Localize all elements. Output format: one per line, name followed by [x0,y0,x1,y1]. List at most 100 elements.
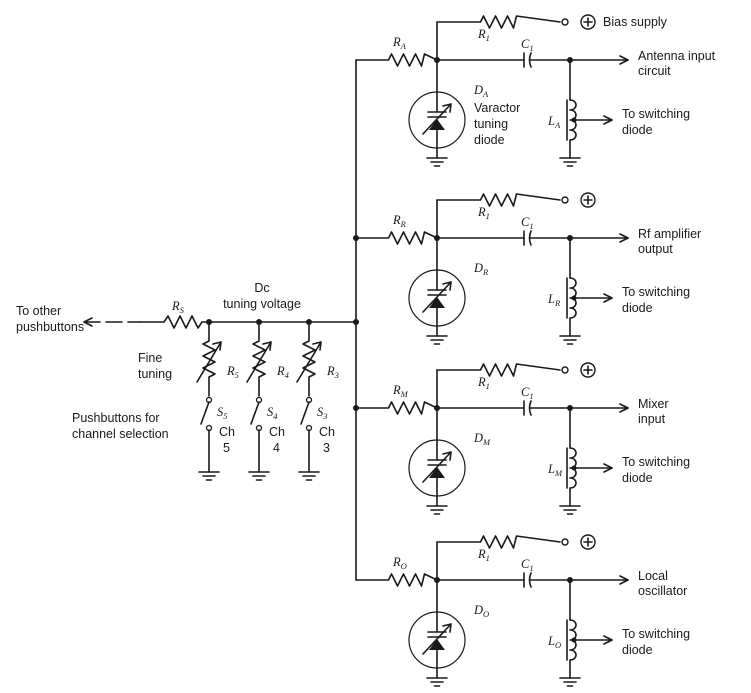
diode-label: DR [473,261,489,277]
ground-icon [559,505,581,515]
output-label-1: Rf amplifier [638,227,701,241]
switching-label-1: To switching [622,455,690,469]
dc-label-1: Dc [254,281,269,295]
resistor-label-o: RO [392,555,407,571]
output-label-1: Antenna input [638,49,716,63]
switching-arrow-icon [603,635,613,645]
output-arrow-icon [619,233,629,243]
tuning-arrow-icon [422,623,452,655]
ch-label-5: Ch [219,425,235,439]
rs-sub: S [180,305,185,315]
r1-resistor [436,363,561,377]
output-label-2: output [638,242,673,256]
switching-label-1: To switching [622,285,690,299]
ground-icon [426,157,448,167]
diode-label: DO [473,603,489,619]
capacitor-label: C1 [521,37,534,53]
variable-arrow-icon [196,341,222,383]
switch-blade [200,401,210,425]
ch-label-3: Ch [319,425,335,439]
switching-arrow-icon [603,463,613,473]
switch-label-4: S4 [267,405,278,421]
resistor-label-m: RM [392,383,409,399]
switching-label-1: To switching [622,627,690,641]
rs-label: RS [171,299,185,315]
inductor-coil-icon [569,99,577,141]
ch-label-4: Ch [269,425,285,439]
rs-main: R [171,299,180,313]
ground-icon [559,677,581,687]
tuning-arrow-icon [422,281,452,313]
diode-label: DM [473,431,491,447]
tuning-arrow-icon [422,103,452,135]
potentiometer-4 [252,321,266,397]
r1-label: R1 [477,375,490,391]
output-label-2: circuit [638,64,671,78]
ground-icon [559,335,581,345]
output-label-2: input [638,412,666,426]
potentiometer-3 [302,321,316,397]
inductor-coil-icon [569,277,577,319]
supply-terminal [561,18,569,26]
output-label-2: oscillator [638,584,687,598]
switching-label-2: diode [622,301,653,315]
switch-blade [300,401,310,425]
pushbuttons-label-1: Pushbuttons for [72,411,160,425]
resistor-r [375,231,438,245]
inductor-label: LO [547,634,561,650]
ground-icon [426,677,448,687]
to-other-label-2: pushbuttons [16,320,84,334]
ground-icon [248,471,270,481]
bias-supply-label: Bias supply [603,15,668,29]
ch-number-3: 3 [323,441,330,455]
switch-label-3: S3 [317,405,328,421]
resistor-m [375,401,438,415]
diode-label: DA [473,83,489,99]
ground-icon [559,157,581,167]
junction-bus [353,319,359,325]
r1-label: R1 [477,205,490,221]
diode-desc-1: Varactor [474,101,520,115]
ground-icon [426,505,448,515]
r1-label: R1 [477,27,490,43]
switching-arrow-icon [603,115,613,125]
ground-icon [298,471,320,481]
r1-resistor [436,15,561,29]
switching-arrow-icon [603,293,613,303]
fine-tuning-label-1: Fine [138,351,162,365]
capacitor-label: C1 [521,215,534,231]
supply-terminal [561,538,569,546]
switching-label-1: To switching [622,107,690,121]
resistor-label-r: RR [392,213,407,229]
variable-arrow-icon [296,341,322,383]
left-wiring [83,59,359,581]
switching-label-2: diode [622,123,653,137]
diode-desc-3: diode [474,133,505,147]
rs-resistor [139,315,213,329]
tuning-arrow-icon [422,451,452,483]
resistor-o [375,573,438,587]
pot-label-4: R4 [276,364,290,380]
switching-label-2: diode [622,471,653,485]
arrow-to-other [83,317,93,327]
r1-resistor [436,193,561,207]
capacitor-label: C1 [521,385,534,401]
ground-icon [198,471,220,481]
pushbuttons-label-2: channel selection [72,427,169,441]
inductor-label: LM [547,462,563,478]
to-other-label-1: To other [16,304,61,318]
switch-blade [250,401,260,425]
supply-terminal [561,196,569,204]
dc-label-2: tuning voltage [223,297,301,311]
variable-arrow-icon [246,341,272,383]
resistor-a [375,53,438,67]
